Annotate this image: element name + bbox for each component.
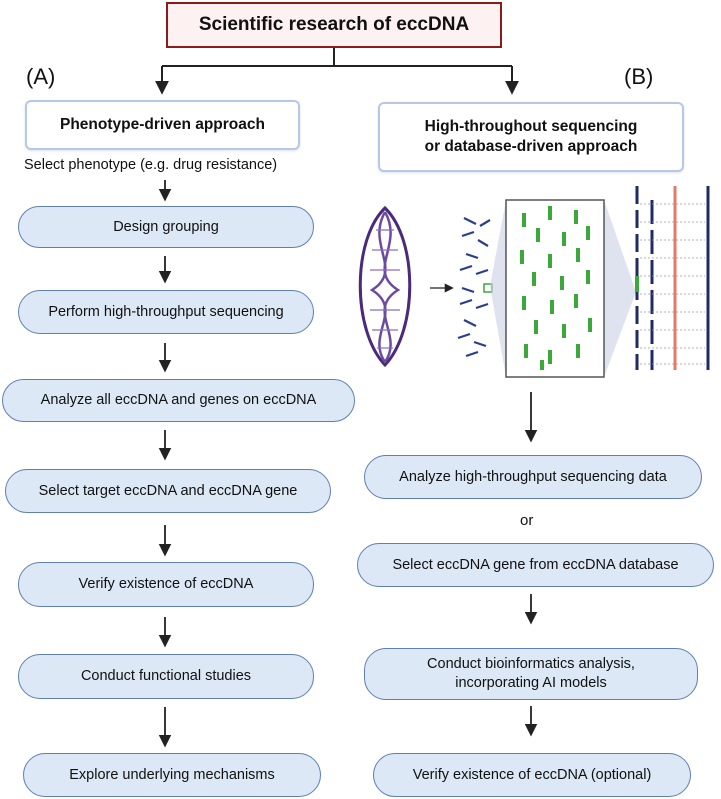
sequencing-reads — [520, 206, 592, 370]
step-verify-existence: Verify existence of eccDNA — [18, 562, 314, 607]
step-functional-studies: Conduct functional studies — [18, 654, 314, 699]
circular-dna-icon — [358, 205, 412, 368]
zoom-wedge-right — [604, 200, 636, 377]
alignment-tracks — [635, 186, 710, 370]
dna-fragments-icon — [457, 217, 491, 358]
sequencing-database-approach-box: High-throughout sequencing or database-d… — [378, 102, 684, 172]
step-design-grouping: Design grouping — [18, 206, 314, 248]
step-select-target: Select target eccDNA and eccDNA gene — [5, 469, 331, 513]
phenotype-approach-box: Phenotype-driven approach — [25, 100, 300, 150]
branch-connector — [155, 48, 519, 95]
step-explore-mechanisms: Explore underlying mechanisms — [23, 753, 321, 797]
bioinformatics-line-2: incorporating AI models — [455, 675, 607, 691]
panel-a-label: (A) — [26, 64, 56, 89]
step-analyze-sequencing-data: Analyze high-throughput sequencing data — [364, 455, 702, 499]
step-select-from-database: Select eccDNA gene from eccDNA database — [357, 543, 714, 587]
step-verify-existence-optional: Verify existence of eccDNA (optional) — [373, 753, 691, 797]
or-text: or — [520, 512, 534, 529]
approach-b-line-1: High-throughout sequencing — [424, 117, 638, 135]
diagram-title: Scientific research of eccDNA — [166, 2, 502, 48]
bioinformatics-line-1: Conduct bioinformatics analysis, — [427, 656, 635, 673]
approach-b-line-2: or database-driven approach — [424, 138, 638, 155]
select-phenotype-text: Select phenotype (e.g. drug resistance) — [24, 157, 278, 173]
step-bioinformatics-analysis: Conduct bioinformatics analysis, incorpo… — [364, 648, 698, 700]
zoom-wedge-left — [490, 200, 506, 377]
step-analyze-eccdna: Analyze all eccDNA and genes on eccDNA — [2, 379, 355, 422]
panel-b-label: (B) — [624, 64, 654, 89]
step-perform-sequencing: Perform high-throughput sequencing — [18, 290, 314, 334]
